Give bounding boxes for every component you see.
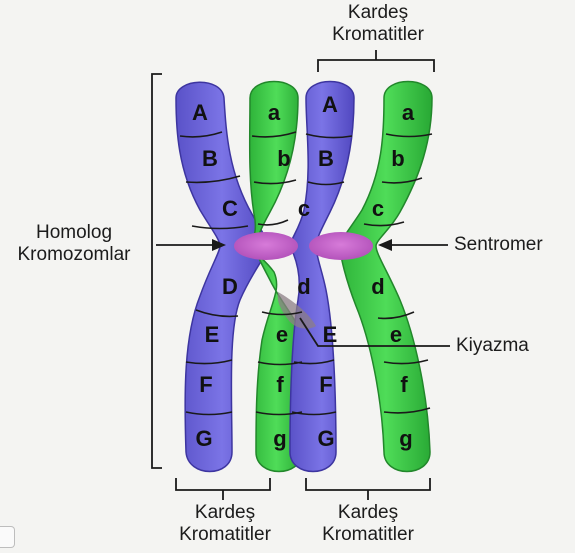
gene-label-blue-left-G: G (195, 426, 212, 451)
homolog-bracket (152, 74, 162, 468)
corner-tab (0, 526, 15, 548)
gene-label-green-right-b: b (391, 146, 404, 171)
gene-label-blue-left-B: B (202, 146, 218, 171)
homolog-chromosomes-label: Homolog Kromozomlar (4, 222, 144, 266)
gene-label-blue-left-D: D (222, 274, 238, 299)
homolog-line-1: Homolog (4, 222, 144, 244)
homolog-line-2: Kromozomlar (4, 244, 144, 266)
gene-label-green-right-c: c (372, 196, 384, 221)
gene-label-green-left-c: c (298, 196, 310, 221)
bottom-left-line-2: Kromatitler (172, 524, 278, 546)
gene-label-blue-right-A: A (322, 92, 338, 117)
gene-label-green-left-d: d (297, 274, 310, 299)
bottom-right-bracket (306, 478, 430, 500)
centromere-label: Sentromer (454, 234, 543, 256)
bottom-left-bracket (176, 478, 270, 500)
gene-label-green-right-g: g (399, 426, 412, 451)
top-sister-chromatids-label: Kardeş Kromatitler (322, 2, 434, 46)
gene-label-green-right-f: f (400, 372, 408, 397)
bottom-right-line-1: Kardeş (312, 502, 424, 524)
gene-label-blue-left-A: A (192, 100, 208, 125)
bottom-right-sister-chromatids-label: Kardeş Kromatitler (312, 502, 424, 546)
gene-label-green-left-b: b (277, 146, 290, 171)
gene-label-green-right-e: e (390, 322, 402, 347)
bottom-right-line-2: Kromatitler (312, 524, 424, 546)
gene-label-blue-left-C: C (222, 196, 238, 221)
gene-label-green-right-a: a (402, 100, 415, 125)
gene-label-green-left-g: g (273, 426, 286, 451)
gene-label-green-right-d: d (371, 274, 384, 299)
gene-label-blue-right-B: B (318, 146, 334, 171)
bottom-left-sister-chromatids-label: Kardeş Kromatitler (172, 502, 278, 546)
top-sister-line-2: Kromatitler (322, 24, 434, 46)
gene-label-blue-left-E: E (205, 322, 220, 347)
top-sister-line-1: Kardeş (322, 2, 434, 24)
gene-label-blue-right-G: G (317, 426, 334, 451)
centromere-arrowhead (378, 239, 392, 251)
chiasma-label: Kiyazma (456, 335, 529, 357)
gene-label-green-left-a: a (268, 100, 281, 125)
centromere-left (234, 232, 298, 260)
bottom-left-line-1: Kardeş (172, 502, 278, 524)
gene-label-green-left-f: f (276, 372, 284, 397)
top-sister-bracket (318, 50, 434, 72)
gene-label-blue-right-F: F (319, 372, 332, 397)
gene-label-blue-right-E: E (323, 322, 338, 347)
centromere-right (309, 232, 373, 260)
gene-label-green-left-e: e (276, 322, 288, 347)
gene-label-blue-left-F: F (199, 372, 212, 397)
